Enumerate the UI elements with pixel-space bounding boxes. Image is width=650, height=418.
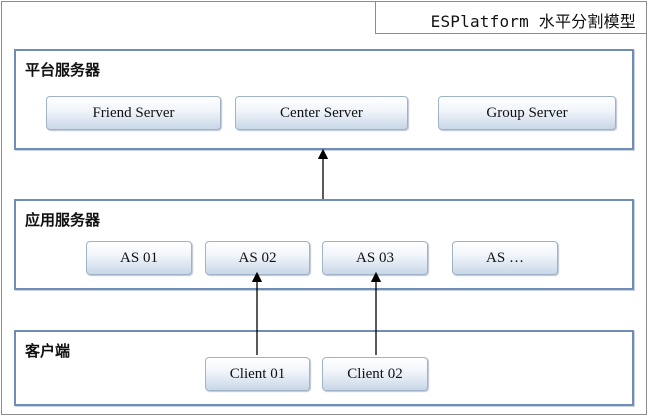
client-layer-label: 客户端 [25,342,71,360]
application-layer-label: 应用服务器 [25,211,101,229]
title-divider-horizontal [375,33,647,34]
application-layer: 应用服务器 AS 01 AS 02 AS 03 AS … [14,199,634,290]
diagram-title: ESPlatform 水平分割模型 [430,12,636,31]
as-03-node: AS 03 [322,241,428,275]
as-01-node: AS 01 [86,241,192,275]
client-02-node: Client 02 [322,357,428,391]
as-more-node: AS … [452,241,558,275]
client-01-node: Client 01 [205,357,310,391]
title-divider-vertical [375,1,376,33]
platform-layer: 平台服务器 Friend Server Center Server Group … [14,49,634,150]
friend-server-node: Friend Server [46,96,221,130]
as-02-node: AS 02 [205,241,310,275]
center-server-node: Center Server [235,96,408,130]
client-layer: 客户端 Client 01 Client 02 [14,330,634,406]
platform-layer-label: 平台服务器 [25,61,101,79]
group-server-node: Group Server [438,96,616,130]
